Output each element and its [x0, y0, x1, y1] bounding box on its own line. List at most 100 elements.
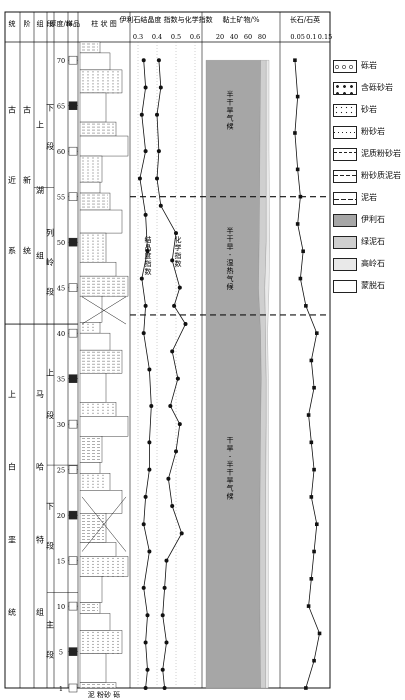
bed-sand-dot: [92, 483, 94, 485]
bed-sand-dot: [107, 86, 109, 88]
illite-label-char: 度: [145, 251, 152, 260]
bed-sand-dot: [117, 569, 119, 571]
bed-sand-dot: [82, 178, 84, 180]
bed-sand-dot: [112, 649, 114, 651]
member-d-char: 下: [46, 502, 54, 511]
bed-sand-dot: [117, 92, 119, 94]
bed-sand-dot: [102, 406, 104, 408]
bed-6: [79, 155, 103, 183]
member-a-char: 段: [46, 141, 54, 151]
bed-sand-dot: [82, 83, 84, 85]
bed-sand-dot: [87, 172, 89, 174]
clay-kaolinite-area: [264, 60, 270, 689]
depth-tick-11: 55: [57, 194, 65, 202]
bed-sand-dot: [112, 71, 114, 73]
sample-marker-2: [68, 601, 78, 611]
bed-sand-dot: [112, 563, 114, 565]
bed-sand-dot: [97, 255, 99, 257]
bed-sand-dot: [112, 74, 114, 76]
bed-sand-dot: [82, 569, 84, 571]
bed-sand-dot: [107, 92, 109, 94]
chemical-point-21: [160, 613, 165, 618]
bed-sand-dot: [82, 634, 84, 636]
illite-point-1: [143, 85, 148, 90]
bed-sand-dot: [97, 86, 99, 88]
legend-swatch-mud: [333, 192, 357, 205]
bed-sand-dot: [112, 412, 114, 414]
ratio-point-11: [312, 385, 316, 390]
illite-label-char: 指: [145, 259, 152, 268]
sample-marker-12: [68, 146, 78, 156]
bed-sand-dot: [92, 474, 94, 476]
chemical-point-7: [170, 258, 175, 263]
ratio-point-5: [295, 222, 300, 226]
bed-sand-dot: [82, 409, 84, 411]
formation-lower-char: 特: [36, 534, 44, 544]
illite-point-11: [149, 403, 154, 408]
illite-point-9: [141, 331, 146, 336]
bed-sand-dot: [122, 563, 124, 565]
bed-sand-dot: [87, 409, 89, 411]
chemical-point-14: [177, 422, 182, 427]
legend-label: 含砾砂岩: [361, 83, 393, 92]
illite-tick-2: 0.5: [171, 33, 181, 41]
bed-sand-dot: [87, 631, 89, 633]
system-upper-text: 古近系: [8, 105, 16, 256]
bed-22: [79, 473, 111, 491]
formation-lower-text: 马哈特组: [36, 390, 44, 617]
bed-sand-dot: [97, 412, 99, 414]
chemical-point-18: [179, 531, 184, 536]
bed-sand-dot: [97, 409, 99, 411]
climate-mid-char: 半: [227, 226, 234, 235]
ratio-point-12: [306, 413, 311, 417]
illite-line: [139, 60, 152, 689]
depth-tick-4: 20: [57, 512, 65, 520]
illite-label-char: 晶: [145, 244, 152, 252]
bed-sand-dot: [82, 486, 84, 488]
bed-sand-dot: [97, 569, 99, 571]
ratio-point-13: [309, 440, 314, 445]
bed-sand-dot: [87, 163, 89, 165]
bed-sand-dot: [97, 166, 99, 168]
bed-sand-dot: [97, 80, 99, 82]
series-upper-text: 古新统: [23, 105, 31, 256]
bed-sand-dot: [112, 631, 114, 633]
feldspar-quartz-plot: [293, 58, 322, 690]
climate-low-char: 气: [227, 483, 234, 492]
legend-label: 砾岩: [361, 61, 377, 70]
bed-sand-dot: [112, 557, 114, 559]
chemical-point-22: [164, 640, 169, 645]
bed-sand-dot: [82, 77, 84, 79]
bed-sand-dot: [87, 240, 89, 242]
bed-sand-dot: [97, 163, 99, 165]
depth-tick-7: 35: [57, 376, 65, 384]
bed-sand-dot: [117, 646, 119, 648]
legend-swatch-conglomerate: [333, 60, 357, 73]
climate-mid: 半干旱-湿热气候: [227, 226, 234, 291]
ratio-point-10: [309, 358, 314, 363]
depth-tick-14: 70: [57, 57, 65, 65]
bed-sand-dot: [92, 412, 94, 414]
bed-sand-dot: [82, 160, 84, 162]
illite-point-4: [137, 176, 142, 181]
bed-sand-dot: [82, 637, 84, 639]
bed-sand-dot: [92, 237, 94, 239]
bed-sand-dot: [92, 631, 94, 633]
chemical-point-11: [170, 349, 175, 354]
bed-sand-dot: [102, 575, 104, 577]
bed-sand-dot: [87, 234, 89, 236]
bed-sand-dot: [117, 652, 119, 654]
bed-sand-dot: [82, 71, 84, 73]
bed-26: [79, 556, 129, 577]
bed-sand-dot: [122, 572, 124, 574]
bed-sand-dot: [82, 258, 84, 260]
bed-sand-dot: [92, 646, 94, 648]
ratio-point-2: [293, 131, 297, 135]
bed-sand-dot: [97, 557, 99, 559]
bed-sand-dot: [112, 406, 114, 408]
legend-label: 泥质粉砂岩: [361, 149, 401, 158]
bed-sand-dot: [82, 175, 84, 177]
bed-sand-dot: [102, 649, 104, 651]
chemical-point-24: [162, 686, 167, 690]
bed-sand-dot: [97, 474, 99, 476]
